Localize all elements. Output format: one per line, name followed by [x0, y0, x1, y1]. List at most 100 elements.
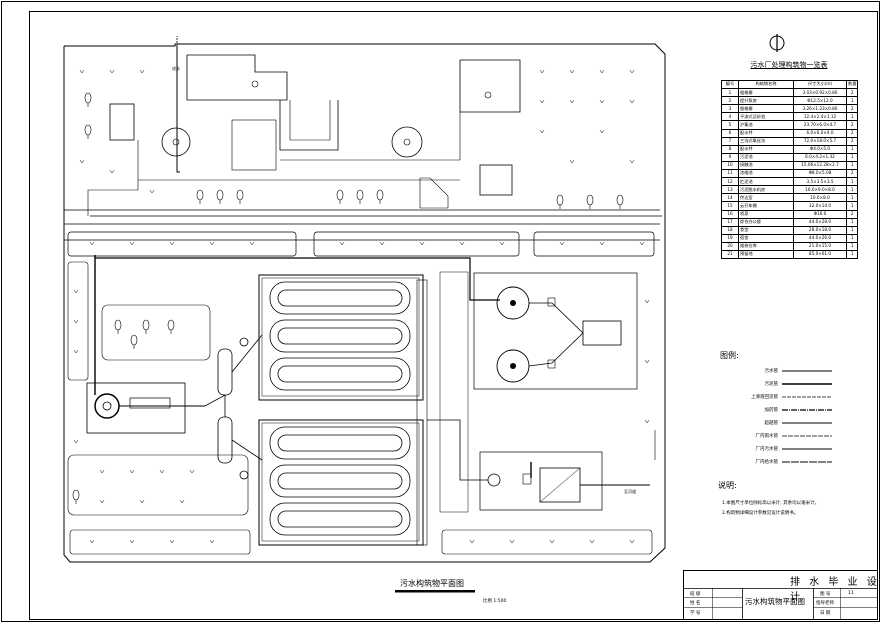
row-no: 8: [721, 144, 739, 154]
row-name: 三沟式氧化沟: [738, 136, 794, 146]
sludge-dewatering-house: [582, 320, 622, 346]
building-dormitory: [459, 59, 521, 113]
header-no: 编号: [721, 79, 739, 90]
row-qty: 2: [845, 136, 859, 146]
row-qty: 1: [845, 185, 859, 195]
label-date: 日 期: [820, 611, 831, 616]
row-qty: 1: [845, 112, 859, 122]
row-qty: 1: [845, 217, 859, 227]
drawing-title: 污水构筑物平面图: [400, 579, 464, 588]
legend-lines: [782, 370, 832, 463]
row-size: 32.0×14.0: [793, 201, 847, 211]
fountain-left: [161, 127, 191, 157]
row-size: Φ12.5×12.0: [793, 96, 847, 106]
title-block: [683, 570, 878, 620]
row-no: 20: [721, 241, 739, 251]
row-no: 2: [721, 96, 739, 106]
row-no: 10: [721, 160, 739, 171]
row-qty: 2: [845, 128, 859, 138]
row-size: Φ4.0×5.0: [793, 144, 847, 154]
row-qty: 2: [845, 88, 859, 98]
row-qty: 1: [845, 201, 859, 211]
grit-chamber: [129, 397, 171, 409]
row-name: 浓缩池: [738, 169, 794, 179]
row-qty: 2: [845, 104, 859, 114]
sludge-treatment-area: [473, 272, 638, 390]
building-canteen: [231, 119, 277, 171]
legend-dosing-pipe: 加药管: [764, 408, 779, 413]
row-size: 23.70×6.0×4.7: [793, 120, 847, 130]
row-no: 18: [721, 225, 739, 235]
row-qty: 1: [845, 193, 859, 203]
row-name: 传达室: [738, 193, 794, 203]
inlet-label: 进水: [172, 65, 180, 71]
row-no: 5: [721, 120, 739, 130]
row-qty: 1: [845, 96, 859, 106]
row-no: 21: [721, 249, 739, 260]
legend-rain-pipe: 厂内雨水管: [755, 434, 779, 439]
row-name: 配水井: [738, 144, 794, 154]
row-name: 细格栅: [738, 104, 794, 114]
row-size: 3.5×3.5×3.5: [793, 177, 847, 187]
row-size: 72.0×18.0×5.7: [793, 136, 847, 146]
row-name: 贮泥池: [738, 177, 794, 187]
label-student-no: 学 号: [690, 611, 701, 616]
building-office: [186, 54, 288, 101]
legend-sludge-pipe: 污泥管: [764, 382, 779, 387]
row-name: 平流式沉砂池: [738, 112, 794, 122]
row-name: 喷泉: [738, 209, 794, 219]
row-name: 污泥脱水机房: [738, 185, 794, 195]
row-name: 宿舍: [738, 233, 794, 243]
label-advisor: 指导老师: [816, 601, 834, 606]
tree-markers: [72, 92, 624, 504]
building-garage: [479, 164, 513, 196]
building-guardhouse: [109, 103, 135, 141]
row-size: 16.0×9.0×8.0: [793, 185, 847, 195]
row-size: 3.03×0.92×0.86: [793, 88, 847, 98]
north-arrow-icon: [769, 34, 785, 52]
row-size: 10.0×8.0: [793, 193, 847, 203]
row-qty: 2: [845, 209, 859, 219]
row-size: 15.06×12.28×2.7: [793, 160, 847, 171]
row-qty: 1: [845, 160, 859, 171]
drawing-number: 11: [848, 591, 854, 596]
thickener-2: [496, 349, 530, 383]
row-no: 12: [721, 177, 739, 187]
row-qty: 1: [845, 225, 859, 235]
row-size: Φ8.0×5.08: [793, 169, 847, 179]
row-no: 16: [721, 209, 739, 219]
row-name: 食堂: [738, 225, 794, 235]
header-name: 构筑物名称: [738, 79, 794, 90]
row-name: 污泥池: [738, 152, 794, 162]
legend-plant-sewage-pipe: 厂内污水管: [755, 447, 779, 452]
row-size: 28.0×18.0: [793, 225, 847, 235]
row-name: 综合办公楼: [738, 217, 794, 227]
legend-bypass-pipe: 超越管: [764, 421, 779, 426]
row-size: 6.0×6.0×4.0: [793, 128, 847, 138]
row-no: 6: [721, 128, 739, 138]
thickener-1: [496, 286, 530, 320]
structure-table-header: 编号 构筑物名称 尺寸大小(m) 数量: [721, 79, 859, 90]
row-name: 提升泵房: [738, 96, 794, 106]
row-size: 12.4×2.4×1.12: [793, 112, 847, 122]
row-qty: 1: [845, 241, 859, 251]
distribution-well-1: [217, 348, 233, 396]
row-name: 沪集池: [738, 120, 794, 130]
row-no: 17: [721, 217, 739, 227]
row-size: 44.0×26.0: [793, 233, 847, 243]
row-qty: 1: [845, 233, 859, 243]
title-block-main: 排 水 毕 业 设 计: [790, 577, 880, 603]
fountain-right: [391, 126, 423, 158]
row-no: 9: [721, 152, 739, 162]
